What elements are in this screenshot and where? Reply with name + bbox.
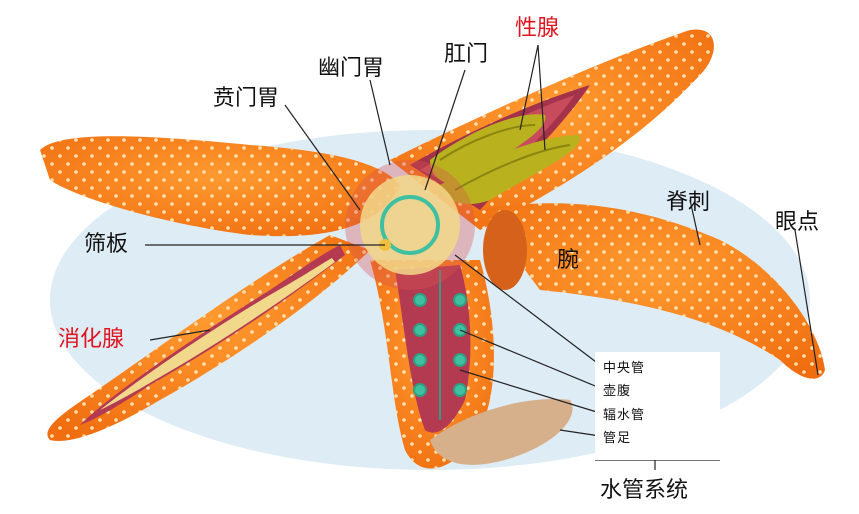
arm-bottom	[370, 260, 573, 469]
label-digestive-gland: 消化腺	[58, 327, 125, 352]
label-spine: 脊刺	[666, 190, 711, 215]
label-gonad: 性腺	[515, 16, 560, 41]
tube-feet	[413, 270, 467, 420]
gonad-illustration	[430, 114, 581, 205]
central-disk	[345, 160, 475, 290]
leader-lines	[145, 44, 819, 470]
label-anus: 肛门	[444, 42, 489, 67]
arm-lower-left	[47, 235, 370, 441]
label-tube-feet: 管足	[603, 431, 632, 446]
water-vascular-parts-box: 中央管 壶腹 辐水管 管足	[595, 352, 720, 460]
label-madreporite: 筛板	[84, 232, 129, 257]
arm-top-left	[40, 136, 400, 237]
label-radial-canal-center: 中央管	[603, 361, 646, 376]
label-ampulla: 壶腹	[603, 384, 632, 399]
label-cardiac-stomach: 贲门胃	[213, 86, 280, 111]
label-radial-canal: 辐水管	[603, 408, 646, 423]
label-pyloric-stomach: 幽门胃	[318, 56, 385, 81]
label-arm: 腕	[557, 248, 580, 273]
arm-right	[480, 203, 825, 379]
label-water-vascular-system: 水管系统	[600, 478, 689, 503]
label-eyespot: 眼点	[775, 210, 820, 235]
